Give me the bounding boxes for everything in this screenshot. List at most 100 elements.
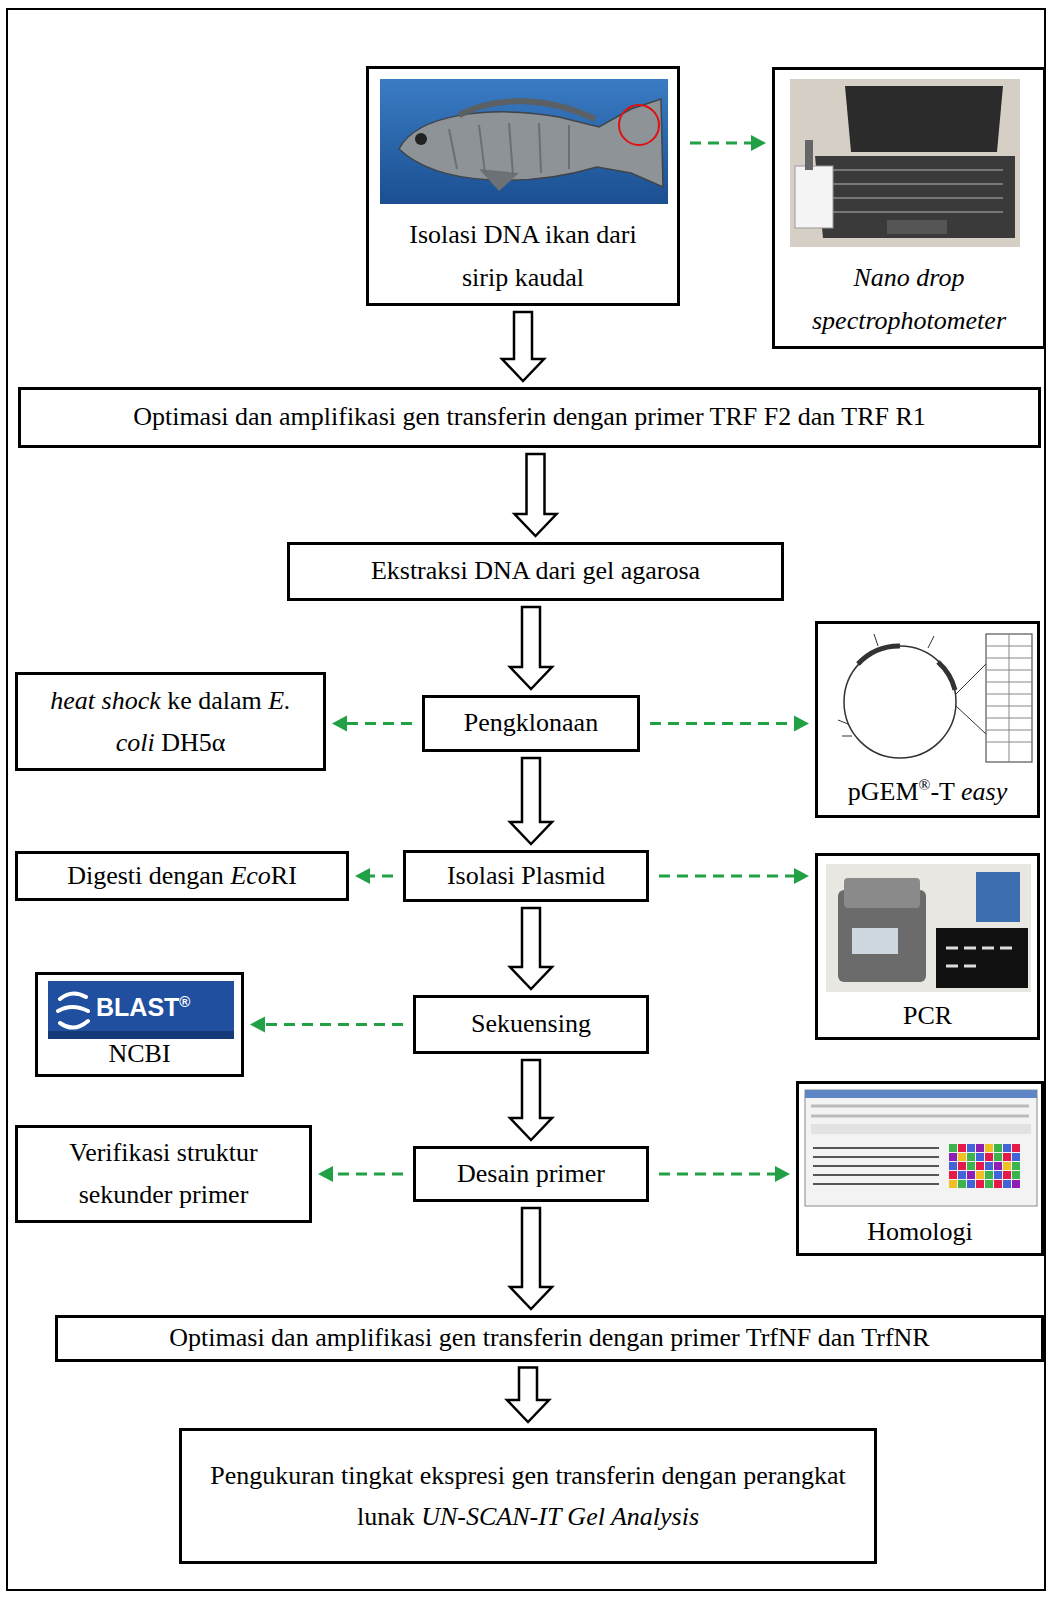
arrowhead xyxy=(794,868,809,884)
sample-box: Isolasi DNA ikan dari sirip kaudal xyxy=(366,66,680,306)
hollow-arrow xyxy=(507,1368,549,1423)
process-box: Optimasi dan amplifikasi gen transferin … xyxy=(55,1315,1044,1362)
hollow-arrow xyxy=(510,1060,552,1140)
note-box: Digesti dengan EcoRI xyxy=(15,851,349,901)
italic-run: heat shock xyxy=(50,686,160,715)
dashed-line xyxy=(690,142,751,145)
node-text: heat shock ke dalam E. coli DH5α xyxy=(33,680,308,764)
dashed-line xyxy=(347,722,412,725)
hollow-arrow xyxy=(510,607,552,689)
process-box: Isolasi Plasmid xyxy=(403,850,649,902)
node-text: Digesti dengan EcoRI xyxy=(67,860,297,893)
text-area: Pengukuran tingkat ekspresi gen transfer… xyxy=(182,1431,874,1561)
hollow-arrow xyxy=(510,1208,552,1309)
node-text: Ekstraksi DNA dari gel agarosa xyxy=(371,555,700,588)
dashed-line xyxy=(650,722,794,725)
node-text: Homologi xyxy=(867,1216,972,1249)
text-area: Isolasi Plasmid xyxy=(406,853,646,899)
dashed-line xyxy=(659,1173,775,1176)
hollow-arrow xyxy=(502,312,544,381)
text-area: Pengklonaan xyxy=(425,698,637,749)
process-box: Ekstraksi DNA dari gel agarosa xyxy=(287,542,784,601)
dashed-line xyxy=(265,1023,403,1026)
fish-photo xyxy=(369,69,683,296)
dashed-arrow xyxy=(650,716,809,732)
dashed-arrow xyxy=(659,868,809,884)
hollow-arrow-shape xyxy=(510,1208,552,1309)
superscript-run: ® xyxy=(179,993,190,1010)
arrowhead xyxy=(775,1166,790,1182)
node-text: Nano drop spectrophotometer xyxy=(784,256,1034,342)
vector-box: pGEM®-T easy xyxy=(815,621,1040,818)
instrument-box: Nano drop spectrophotometer xyxy=(772,67,1046,349)
italic-run: UN-SCAN-IT Gel Analysis xyxy=(421,1502,699,1531)
note-box: heat shock ke dalam E. coli DH5α xyxy=(15,672,326,771)
text-area: Ekstraksi DNA dari gel agarosa xyxy=(290,545,781,598)
dashed-arrow xyxy=(318,1166,403,1182)
superscript-run: ® xyxy=(919,776,931,793)
text-area: BLAST® NCBI xyxy=(38,975,241,1074)
node-text: Isolasi DNA ikan dari sirip kaudal xyxy=(403,213,643,299)
process-box: Pengukuran tingkat ekspresi gen transfer… xyxy=(179,1428,877,1564)
text-area: Isolasi DNA ikan dari sirip kaudal xyxy=(369,209,677,303)
text-area: Optimasi dan amplifikasi gen transferin … xyxy=(58,1318,1041,1359)
hollow-arrow xyxy=(510,908,552,989)
process-box: Optimasi dan amplifikasi gen transferin … xyxy=(18,387,1041,448)
text-area: Desain primer xyxy=(416,1149,646,1199)
hollow-arrow-shape xyxy=(510,607,552,689)
node-text: Isolasi Plasmid xyxy=(447,860,605,893)
dashed-line xyxy=(370,875,393,878)
text-area: Nano drop spectrophotometer xyxy=(775,252,1043,346)
arrowhead xyxy=(355,868,370,884)
arrowhead xyxy=(751,135,766,151)
arrowhead xyxy=(318,1166,333,1182)
dashed-arrow xyxy=(250,1017,403,1033)
hollow-arrow-shape xyxy=(510,1060,552,1140)
node-text: PCR xyxy=(903,1000,952,1033)
node-text: Pengukuran tingkat ekspresi gen transfer… xyxy=(193,1455,863,1537)
hollow-arrow xyxy=(510,758,552,844)
node-text: Verifikasi struktur sekunder primer xyxy=(36,1132,291,1216)
arrowhead xyxy=(250,1017,265,1033)
dashed-arrow xyxy=(355,868,393,884)
process-box: Sekuensing xyxy=(413,995,649,1054)
node-text: Desain primer xyxy=(457,1158,605,1191)
dashed-line xyxy=(333,1173,403,1176)
text-area: heat shock ke dalam E. coli DH5α xyxy=(18,675,323,768)
text-area: Digesti dengan EcoRI xyxy=(18,854,346,898)
hollow-arrow-shape xyxy=(507,1368,549,1423)
logo-text: BLAST® xyxy=(96,992,190,1022)
node-text: Optimasi dan amplifikasi gen transferin … xyxy=(133,401,926,434)
hollow-arrow-shape xyxy=(502,312,544,381)
hollow-arrow-shape xyxy=(510,908,552,989)
arrowhead xyxy=(332,716,347,732)
node-text: NCBI xyxy=(108,1038,170,1071)
text-area: Homologi xyxy=(799,1212,1041,1253)
text-area: Optimasi dan amplifikasi gen transferin … xyxy=(21,390,1038,445)
hollow-arrow-shape xyxy=(515,454,557,536)
text-area: pGEM®-T easy xyxy=(818,769,1037,815)
node-text: pGEM®-T easy xyxy=(848,776,1007,809)
italic-run: easy xyxy=(961,777,1007,806)
tool-box: BLAST® NCBI xyxy=(35,972,244,1077)
hollow-arrow-shape xyxy=(510,758,552,844)
tool-box: Homologi xyxy=(796,1081,1044,1256)
text-area: Sekuensing xyxy=(416,998,646,1051)
process-box: Desain primer xyxy=(413,1146,649,1202)
italic-run: Nano drop spectrophotometer xyxy=(812,263,1006,335)
note-box: Verifikasi struktur sekunder primer xyxy=(15,1125,312,1223)
dashed-arrow xyxy=(332,716,412,732)
italic-run: Eco xyxy=(230,861,270,890)
node-text: Sekuensing xyxy=(471,1008,591,1041)
hollow-arrow xyxy=(515,454,557,536)
dashed-line xyxy=(659,875,794,878)
arrowhead xyxy=(794,716,809,732)
node-text: Pengklonaan xyxy=(464,707,598,740)
node-text: Optimasi dan amplifikasi gen transferin … xyxy=(169,1322,929,1355)
process-box: Pengklonaan xyxy=(422,695,640,752)
text-area: Verifikasi struktur sekunder primer xyxy=(18,1128,309,1220)
text-area: PCR xyxy=(818,996,1037,1037)
dashed-arrow xyxy=(690,135,766,151)
dashed-arrow xyxy=(659,1166,790,1182)
